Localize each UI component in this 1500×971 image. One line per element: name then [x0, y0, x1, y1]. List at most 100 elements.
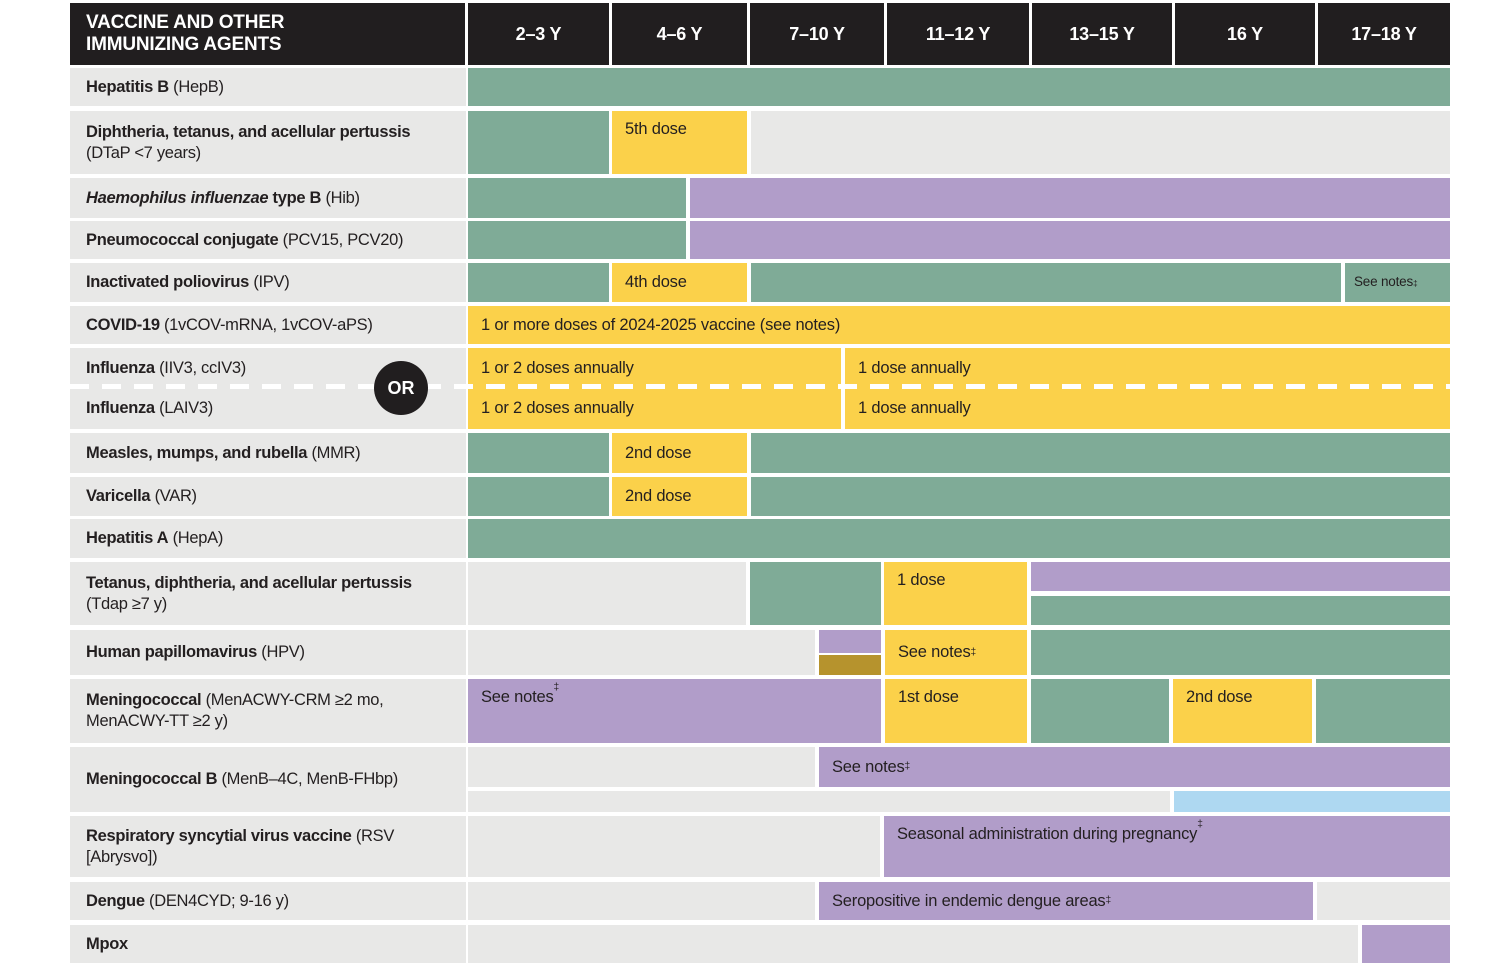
schedule-bar: See notes‡	[468, 679, 881, 743]
schedule-bar	[468, 562, 746, 625]
vaccine-abbreviation: (DEN4CYD; 9-16 y)	[144, 891, 289, 910]
vaccine-abbreviation: (1vCOV-mRNA, 1vCOV-aPS)	[159, 315, 373, 334]
schedule-bar	[1317, 882, 1450, 920]
vaccine-label: Mpox	[70, 925, 466, 963]
vaccine-name: Dengue	[86, 891, 145, 910]
schedule-bar: 1 or 2 doses annually	[468, 388, 841, 429]
vaccine-name: Pneumococcal conjugate	[86, 230, 279, 249]
age-column-header: 13–15 Y	[1069, 23, 1135, 44]
table-header: VACCINE AND OTHER IMMUNIZING AGENTS 2–3 …	[70, 3, 1450, 65]
schedule-bar: 1 dose annually	[845, 388, 1450, 429]
age-column-header: 17–18 Y	[1351, 23, 1417, 44]
schedule-bar: 2nd dose	[612, 433, 747, 473]
schedule-bar	[468, 519, 1450, 558]
vaccine-abbreviation: (RSV [Abrysvo])	[86, 826, 395, 866]
vaccine-abbreviation: (MMR)	[307, 443, 361, 462]
vaccine-abbreviation: (HepB)	[168, 77, 224, 96]
age-column-header: 2–3 Y	[515, 23, 562, 44]
vaccine-name: Tetanus, diphtheria, and acellular pertu…	[86, 573, 412, 592]
schedule-bar	[468, 630, 815, 675]
vaccine-label: Hepatitis B (HepB)	[70, 68, 466, 106]
vaccine-row: Haemophilus influenzae type B (Hib)	[70, 178, 1450, 218]
schedule-bar	[468, 477, 609, 516]
vaccine-name: Human papillomavirus	[86, 643, 257, 662]
schedule-bar	[1031, 562, 1450, 591]
schedule-bar: 1st dose	[885, 679, 1027, 743]
schedule-bar: 1 or 2 doses annually	[468, 348, 841, 388]
vaccine-label: Varicella (VAR)	[70, 477, 466, 516]
schedule-bar	[751, 433, 1450, 473]
column-separator	[1172, 3, 1175, 65]
vaccine-name-italic: Haemophilus influenzae	[86, 188, 269, 207]
vaccine-abbreviation: (HPV)	[256, 643, 305, 662]
table-title-line1: VACCINE AND OTHER	[86, 11, 285, 33]
vaccine-name: Influenza	[86, 358, 155, 377]
schedule-bar	[1362, 925, 1450, 963]
age-column-header: 4–6 Y	[656, 23, 703, 44]
schedule-bar	[690, 221, 1450, 259]
schedule-bar: See notes‡	[885, 630, 1027, 675]
vaccine-name: Inactivated poliovirus	[86, 273, 250, 292]
vaccine-row: Meningococcal B (MenB–4C, MenB-FHbp)See …	[70, 747, 1450, 812]
schedule-bar	[468, 925, 1358, 963]
schedule-bar	[468, 68, 1450, 106]
column-separator	[465, 3, 468, 65]
schedule-bar	[468, 111, 609, 174]
schedule-bar: 2nd dose	[1173, 679, 1312, 743]
vaccine-row: Meningococcal (MenACWY-CRM ≥2 mo, MenACW…	[70, 679, 1450, 743]
column-separator	[747, 3, 750, 65]
vaccine-name: Meningococcal B	[86, 770, 218, 789]
vaccine-abbreviation: (MenACWY-CRM ≥2 mo, MenACWY-TT ≥2 y)	[86, 691, 384, 730]
vaccine-row: Hepatitis A (HepA)	[70, 519, 1450, 558]
schedule-bar	[468, 882, 815, 920]
vaccine-label: Meningococcal (MenACWY-CRM ≥2 mo, MenACW…	[70, 679, 466, 743]
vaccine-row: Hepatitis B (HepB)	[70, 68, 1450, 106]
vaccine-abbreviation: (IIV3, ccIV3)	[154, 358, 246, 377]
vaccine-abbreviation: (IPV)	[249, 273, 290, 292]
vaccine-row: Mpox	[70, 925, 1450, 963]
or-badge-label: OR	[387, 377, 415, 398]
vaccine-row: COVID-19 (1vCOV-mRNA, 1vCOV-aPS)1 or mor…	[70, 306, 1450, 344]
vaccine-row: Pneumococcal conjugate (PCV15, PCV20)	[70, 221, 1450, 259]
vaccine-label: Dengue (DEN4CYD; 9-16 y)	[70, 882, 466, 920]
column-separator	[1315, 3, 1318, 65]
vaccine-name: Respiratory syncytial virus vaccine	[86, 826, 352, 845]
vaccine-name: COVID-19	[86, 315, 160, 334]
vaccine-row: Influenza (IIV3, ccIV3) 1 or 2 doses annu…	[70, 348, 1450, 388]
schedule-bar	[468, 747, 815, 787]
vaccine-label: Haemophilus influenzae type B (Hib)	[70, 178, 466, 218]
age-column-header: 16 Y	[1227, 23, 1263, 44]
column-separator	[609, 3, 612, 65]
schedule-bar	[751, 111, 1450, 174]
schedule-bar: 1 dose	[884, 562, 1027, 625]
schedule-bar	[819, 630, 881, 653]
vaccine-label: COVID-19 (1vCOV-mRNA, 1vCOV-aPS)	[70, 306, 466, 344]
vaccine-name: Varicella	[86, 487, 151, 506]
vaccine-row: Varicella (VAR)2nd dose	[70, 477, 1450, 516]
schedule-bar: 1 dose annually	[845, 348, 1450, 388]
schedule-bar	[1031, 630, 1450, 675]
or-divider-line	[70, 384, 1450, 389]
vaccine-row: Measles, mumps, and rubella (MMR)2nd dos…	[70, 433, 1450, 473]
schedule-bar: See notes‡	[1345, 263, 1450, 302]
vaccine-name: Mpox	[86, 934, 128, 953]
schedule-bar	[1031, 679, 1169, 743]
vaccine-label: Diphtheria, tetanus, and acellular pertu…	[70, 111, 466, 174]
vaccine-name: Diphtheria, tetanus, and acellular pertu…	[86, 122, 411, 141]
table-title: VACCINE AND OTHER IMMUNIZING AGENTS	[86, 3, 284, 65]
vaccine-row: Human papillomavirus (HPV) See notes‡	[70, 630, 1450, 675]
schedule-bar: Seropositive in endemic dengue areas‡	[819, 882, 1313, 920]
schedule-bar	[468, 816, 880, 877]
vaccine-label: Inactivated poliovirus (IPV)	[70, 263, 466, 302]
vaccine-name: Influenza	[86, 399, 155, 418]
vaccine-label: Pneumococcal conjugate (PCV15, PCV20)	[70, 221, 466, 259]
schedule-bar	[1316, 679, 1450, 743]
schedule-bar	[751, 477, 1450, 516]
vaccine-name: Meningococcal	[86, 691, 202, 710]
column-separator	[1029, 3, 1032, 65]
schedule-bar	[819, 655, 881, 675]
vaccine-row: Dengue (DEN4CYD; 9-16 y) Seropositive in …	[70, 882, 1450, 920]
